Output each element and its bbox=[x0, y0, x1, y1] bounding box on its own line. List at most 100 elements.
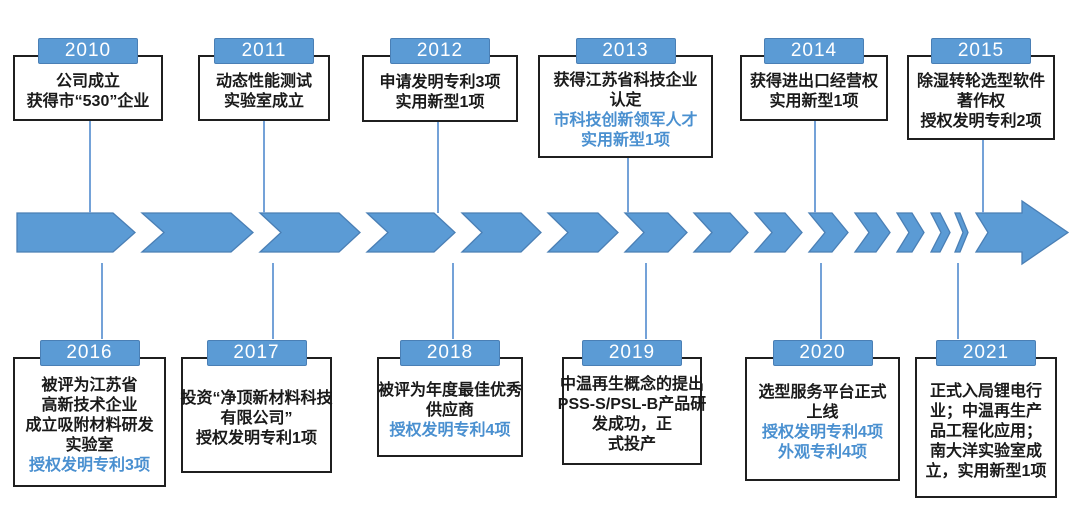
year-badge-2012: 2012 bbox=[390, 38, 490, 64]
event-text-line: 授权发明专利4项 bbox=[389, 422, 511, 439]
event-text-line: 高新技术企业 bbox=[41, 397, 138, 414]
event-text-2014: 获得进出口经营权实用新型1项 bbox=[742, 65, 886, 119]
event-card-2015: 2015 除湿转轮选型软件著作权授权发明专利2项 bbox=[907, 38, 1055, 140]
year-badge-2021: 2021 bbox=[936, 340, 1036, 366]
event-card-2018: 2018 被评为年度最佳优秀供应商授权发明专利4项 bbox=[377, 340, 523, 457]
chevron-shape bbox=[623, 212, 688, 253]
year-badge-2019: 2019 bbox=[582, 340, 682, 366]
chevron-shape bbox=[807, 212, 849, 253]
event-text-line: 业；中温再生产 bbox=[929, 402, 1042, 420]
event-card-2010: 2010 公司成立获得市“530”企业 bbox=[13, 38, 163, 121]
chevron-shape bbox=[460, 212, 542, 253]
event-text-line: 认定 bbox=[609, 91, 642, 109]
event-text-line: 授权发明专利4项 bbox=[762, 424, 883, 441]
chevron-shape bbox=[140, 212, 254, 253]
event-text-2011: 动态性能测试实验室成立 bbox=[200, 65, 328, 119]
event-text-line: 著作权 bbox=[956, 92, 1005, 110]
event-text-line: 成立吸附材料研发 bbox=[25, 417, 154, 434]
chevron-shape bbox=[895, 212, 925, 253]
event-text-line: 中温再生概念的提出 bbox=[560, 376, 705, 393]
event-text-line: 式投产 bbox=[607, 436, 656, 453]
year-badge-2018: 2018 bbox=[400, 340, 500, 366]
chevron-shape bbox=[853, 212, 891, 253]
event-text-2015: 除湿转轮选型软件著作权授权发明专利2项 bbox=[909, 65, 1053, 138]
connector-line-2014 bbox=[814, 121, 816, 213]
event-text-line: 有限公司” bbox=[220, 410, 293, 427]
year-badge-2011: 2011 bbox=[214, 38, 314, 64]
event-card-2017: 2017 投资“净顶新材料科技有限公司” 授权发明专利1项 bbox=[180, 340, 333, 473]
event-text-line: 被评为年度最佳优秀 bbox=[378, 382, 523, 399]
connector-line-2016 bbox=[101, 263, 103, 339]
event-text-line: 公司成立 bbox=[55, 73, 120, 90]
connector-line-2011 bbox=[263, 121, 265, 213]
year-badge-2015: 2015 bbox=[931, 38, 1031, 64]
event-text-line: 获得市“530”企业 bbox=[26, 93, 150, 110]
chevron-shape bbox=[16, 212, 136, 253]
big-arrow-shape bbox=[974, 199, 1070, 266]
chevron-shape bbox=[954, 212, 969, 253]
connector-line-2020 bbox=[820, 263, 822, 339]
chevron-shape bbox=[929, 212, 951, 253]
event-card-2020: 2020 选型服务平台正式上线授权发明专利4项外观专利4项 bbox=[745, 340, 900, 481]
event-text-line: 授权发明专利3项 bbox=[29, 457, 150, 474]
event-text-line: 实用新型1项 bbox=[581, 131, 670, 149]
event-text-line: 申请发明专利3项 bbox=[379, 73, 501, 91]
event-text-line: 上线 bbox=[806, 404, 839, 421]
event-text-line: 授权发明专利2项 bbox=[920, 112, 1042, 130]
chevron-shape bbox=[753, 212, 803, 253]
event-text-2012: 申请发明专利3项实用新型1项 bbox=[364, 65, 516, 120]
connector-line-2015 bbox=[982, 140, 984, 213]
event-card-2016: 2016 被评为江苏省高新技术企业成立吸附材料研发实验室授权发明专利3项 bbox=[13, 340, 166, 487]
event-text-line: 供应商 bbox=[425, 402, 474, 419]
event-text-2016: 被评为江苏省高新技术企业成立吸附材料研发实验室授权发明专利3项 bbox=[15, 367, 164, 485]
event-text-2021: 正式入局锂电行业；中温再生产品工程化应用； 南大洋实验室成立，实用新型1项 bbox=[917, 367, 1055, 496]
connector-line-2019 bbox=[645, 263, 647, 339]
year-badge-2010: 2010 bbox=[38, 38, 138, 64]
chevron-shape bbox=[692, 212, 749, 253]
event-text-line: 除湿转轮选型软件 bbox=[916, 72, 1045, 90]
connector-line-2010 bbox=[89, 121, 91, 213]
event-text-2019: 中温再生概念的提出 PSS-S/PSL-B产品研发成功，正式投产 bbox=[558, 367, 706, 463]
event-text-line: 外观专利4项 bbox=[778, 444, 867, 461]
year-badge-2014: 2014 bbox=[764, 38, 864, 64]
chevron-shape bbox=[258, 212, 361, 253]
connector-line-2017 bbox=[272, 263, 274, 339]
chevron-shape bbox=[365, 212, 456, 253]
chevron-shape bbox=[546, 212, 619, 253]
event-text-line: 实用新型1项 bbox=[769, 93, 859, 110]
event-text-line: PSS-S/PSL-B产品研 bbox=[557, 396, 707, 413]
year-badge-2017: 2017 bbox=[206, 340, 307, 366]
event-text-line: 获得江苏省科技企业 bbox=[553, 71, 698, 89]
event-card-2011: 2011 动态性能测试实验室成立 bbox=[198, 38, 330, 121]
connector-line-2018 bbox=[452, 263, 454, 339]
event-text-2010: 公司成立获得市“530”企业 bbox=[15, 65, 161, 119]
timeline-arrow bbox=[16, 199, 1070, 266]
event-text-2013: 获得江苏省科技企业认定市科技创新领军人才实用新型1项 bbox=[540, 65, 711, 156]
event-text-line: 投资“净顶新材料科技 bbox=[180, 390, 333, 407]
event-text-line: 立，实用新型1项 bbox=[925, 462, 1047, 480]
connector-line-2012 bbox=[437, 122, 439, 213]
event-text-2017: 投资“净顶新材料科技有限公司” 授权发明专利1项 bbox=[180, 367, 333, 471]
year-badge-2016: 2016 bbox=[39, 340, 140, 366]
event-text-line: 正式入局锂电行 bbox=[929, 382, 1042, 400]
event-text-line: 选型服务平台正式 bbox=[758, 384, 887, 401]
event-text-2020: 选型服务平台正式上线授权发明专利4项外观专利4项 bbox=[747, 367, 898, 479]
event-text-line: 品工程化应用； bbox=[929, 422, 1042, 440]
event-text-2018: 被评为年度最佳优秀供应商授权发明专利4项 bbox=[378, 367, 523, 455]
year-badge-2020: 2020 bbox=[772, 340, 873, 366]
event-card-2019: 2019 中温再生概念的提出 PSS-S/PSL-B产品研发成功，正式投产 bbox=[558, 340, 706, 465]
event-card-2012: 2012 申请发明专利3项实用新型1项 bbox=[362, 38, 518, 122]
event-card-2014: 2014 获得进出口经营权实用新型1项 bbox=[740, 38, 888, 121]
event-text-line: 市科技创新领军人才 bbox=[553, 111, 698, 129]
event-text-line: 实验室成立 bbox=[223, 93, 304, 110]
connector-line-2013 bbox=[627, 158, 629, 213]
event-text-line: 被评为江苏省 bbox=[41, 377, 138, 394]
event-text-line: 发成功，正 bbox=[591, 416, 672, 433]
event-card-2021: 2021 正式入局锂电行业；中温再生产品工程化应用； 南大洋实验室成立，实用新型1… bbox=[915, 340, 1057, 498]
event-text-line: 实验室 bbox=[65, 437, 114, 454]
event-text-line: 南大洋实验室成 bbox=[929, 442, 1042, 460]
connector-line-2021 bbox=[957, 263, 959, 339]
event-text-line: 授权发明专利1项 bbox=[196, 430, 317, 447]
event-text-line: 实用新型1项 bbox=[395, 93, 485, 111]
